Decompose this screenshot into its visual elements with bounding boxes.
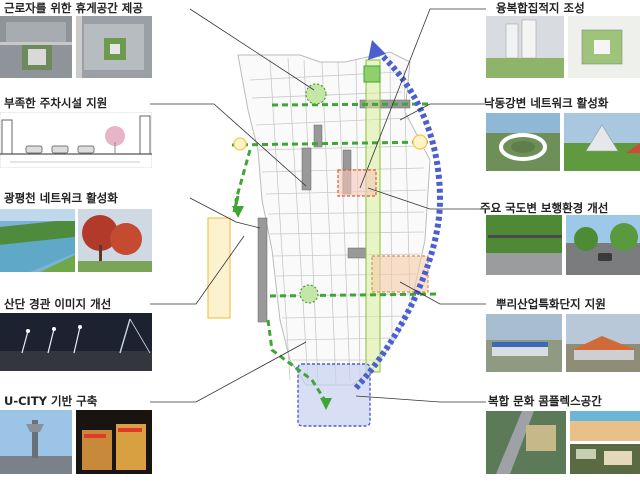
label-gwangpyeong-stream: 광평천 네트워크 활성화 xyxy=(4,191,118,205)
photo-nakdong-riverside xyxy=(486,113,640,171)
nakdong-flow-arrow xyxy=(353,49,444,391)
photo-rest-space-aerial xyxy=(0,16,152,78)
root-industry-zone xyxy=(371,255,429,293)
culture-complex-zone xyxy=(297,363,371,427)
label-pedestrian-road: 주요 국도변 보행환경 개선 xyxy=(480,201,609,215)
label-nakdong-network: 낙동강변 네트워크 활성화 xyxy=(484,96,609,110)
label-root-industry: 뿌리산업특화단지 지원 xyxy=(496,297,606,311)
photo-stream-network xyxy=(0,209,152,272)
label-rest-space: 근로자를 위한 휴게공간 제공 xyxy=(4,1,143,15)
photo-parking-section xyxy=(0,112,152,168)
street-grid xyxy=(249,55,427,385)
leader-lines xyxy=(150,8,486,403)
label-ucity: U-CITY 기반 구축 xyxy=(4,394,98,408)
label-convergence-cluster: 융복합집적지 조성 xyxy=(496,1,585,15)
stream-corridor xyxy=(207,217,231,319)
district-outline xyxy=(237,51,431,386)
photo-night-landscape xyxy=(0,313,152,371)
rest-space-marker xyxy=(305,83,327,105)
photo-culture-complex xyxy=(486,411,640,474)
convergence-corridor xyxy=(365,59,381,373)
photo-roadside-walkway xyxy=(486,215,640,275)
photo-convergence-cluster xyxy=(486,16,640,78)
label-landscape-image: 산단 경관 이미지 개선 xyxy=(4,297,112,311)
photo-root-industry xyxy=(486,314,640,372)
pedestrian-zone xyxy=(337,169,377,197)
label-parking: 부족한 주차시설 지원 xyxy=(4,96,108,110)
photo-ucity xyxy=(0,410,152,474)
label-culture-complex: 복합 문화 콤플렉스공간 xyxy=(488,394,602,408)
